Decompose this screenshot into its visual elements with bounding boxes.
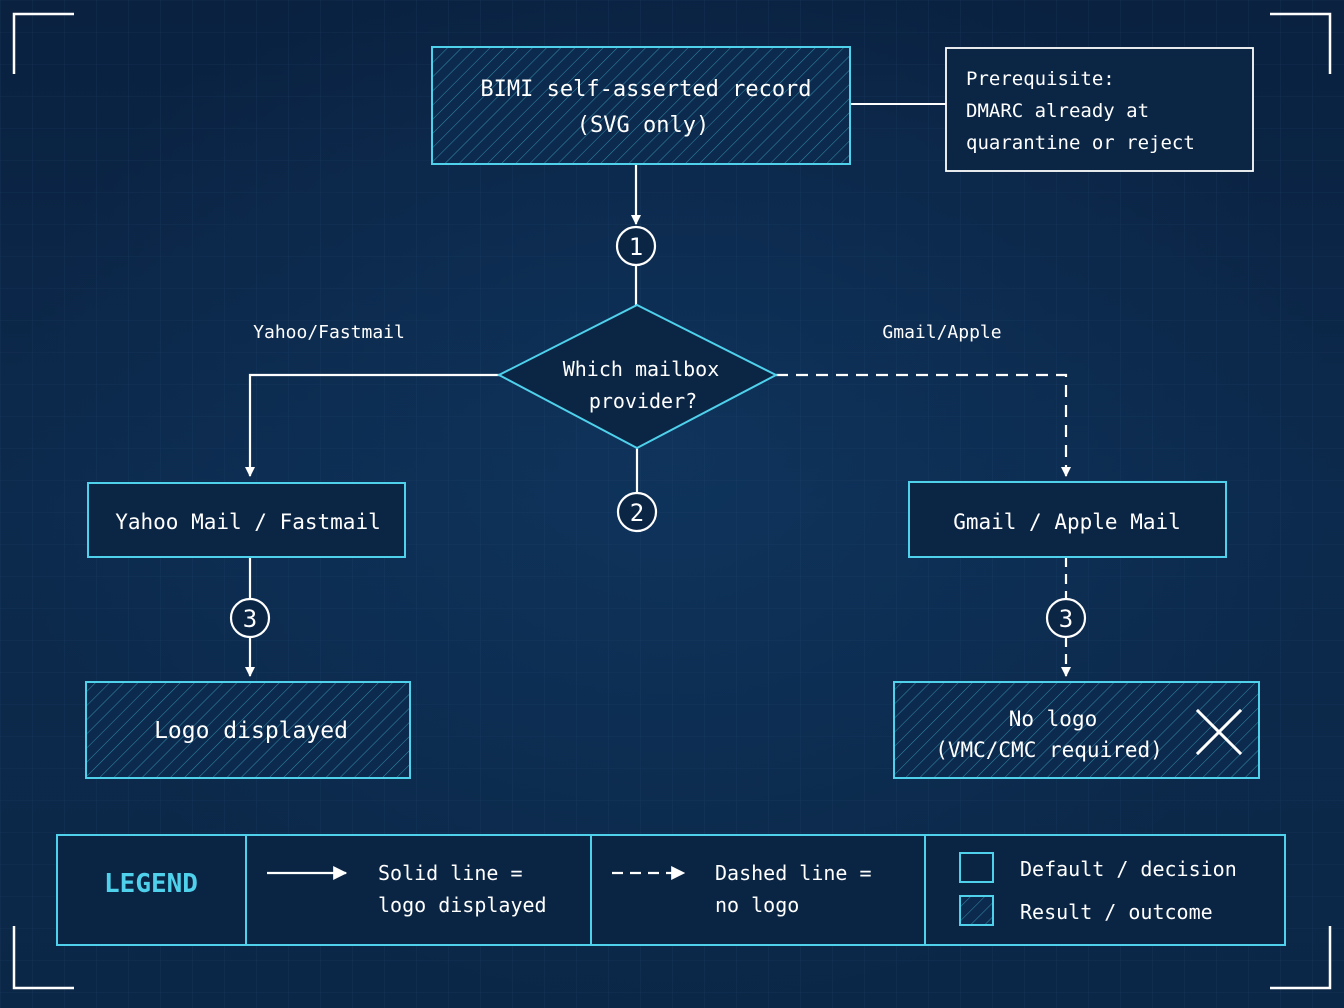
step-marker-2: 2 <box>616 491 658 533</box>
legend-dashed-line-2: no logo <box>715 893 799 917</box>
start-node-subtitle: (SVG only) <box>577 113 709 138</box>
yahoo-fastmail-node: Yahoo Mail / Fastmail <box>87 482 406 558</box>
svg-text:Gmail / Apple Mail: Gmail / Apple Mail <box>953 510 1181 534</box>
legend-dashed-line-1: Dashed line = <box>715 861 872 885</box>
decision-to-yahoo-arrow <box>245 373 500 477</box>
decision-line-1: Which mailbox <box>563 357 720 381</box>
no-logo-line-1: No logo <box>1009 707 1098 731</box>
decision-line-2: provider? <box>589 389 697 413</box>
step-marker-3-left: 3 <box>229 597 271 639</box>
corner-brackets <box>12 12 1332 990</box>
svg-text:1: 1 <box>629 233 643 261</box>
decision-diamond: Which mailbox provider? <box>496 303 779 450</box>
legend-title: LEGEND <box>104 869 198 899</box>
legend-solid-line-1: Solid line = <box>378 861 523 885</box>
svg-text:3: 3 <box>243 605 257 633</box>
no-logo-line-2: (VMC/CMC required) <box>935 738 1163 762</box>
svg-text:2: 2 <box>630 499 644 527</box>
start-node-title: BIMI self-asserted record <box>480 77 811 102</box>
prerequisite-note: Prerequisite: DMARC already at quarantin… <box>945 47 1254 172</box>
prerequisite-line-3: quarantine or reject <box>966 132 1195 154</box>
decision-to-gmail-dashed-arrow <box>776 373 1071 477</box>
legend-default-swatch <box>959 852 994 883</box>
edge-label-gmail-apple: Gmail/Apple <box>882 322 1001 343</box>
svg-text:Yahoo Mail / Fastmail: Yahoo Mail / Fastmail <box>115 510 381 534</box>
step-marker-1: 1 <box>615 225 657 267</box>
prerequisite-line-2: DMARC already at <box>966 100 1149 122</box>
gmail-apple-node: Gmail / Apple Mail <box>908 481 1227 558</box>
legend-default-label: Default / decision <box>1020 857 1237 881</box>
step-marker-3-right: 3 <box>1045 597 1087 639</box>
no-logo-result: No logo (VMC/CMC required) <box>893 681 1260 779</box>
close-x-icon <box>1195 708 1243 756</box>
logo-displayed-result: Logo displayed <box>85 681 411 779</box>
edge-label-yahoo-fastmail: Yahoo/Fastmail <box>253 322 405 343</box>
prerequisite-heading: Prerequisite: <box>966 68 1115 90</box>
legend-solid-line-2: logo displayed <box>378 893 547 917</box>
legend: LEGEND Solid line = logo displayed Dashe… <box>56 834 1286 946</box>
start-node: BIMI self-asserted record (SVG only) <box>431 46 851 165</box>
legend-result-label: Result / outcome <box>1020 900 1213 924</box>
svg-text:3: 3 <box>1059 605 1073 633</box>
svg-text:Logo displayed: Logo displayed <box>154 718 348 744</box>
legend-result-swatch <box>959 895 994 926</box>
